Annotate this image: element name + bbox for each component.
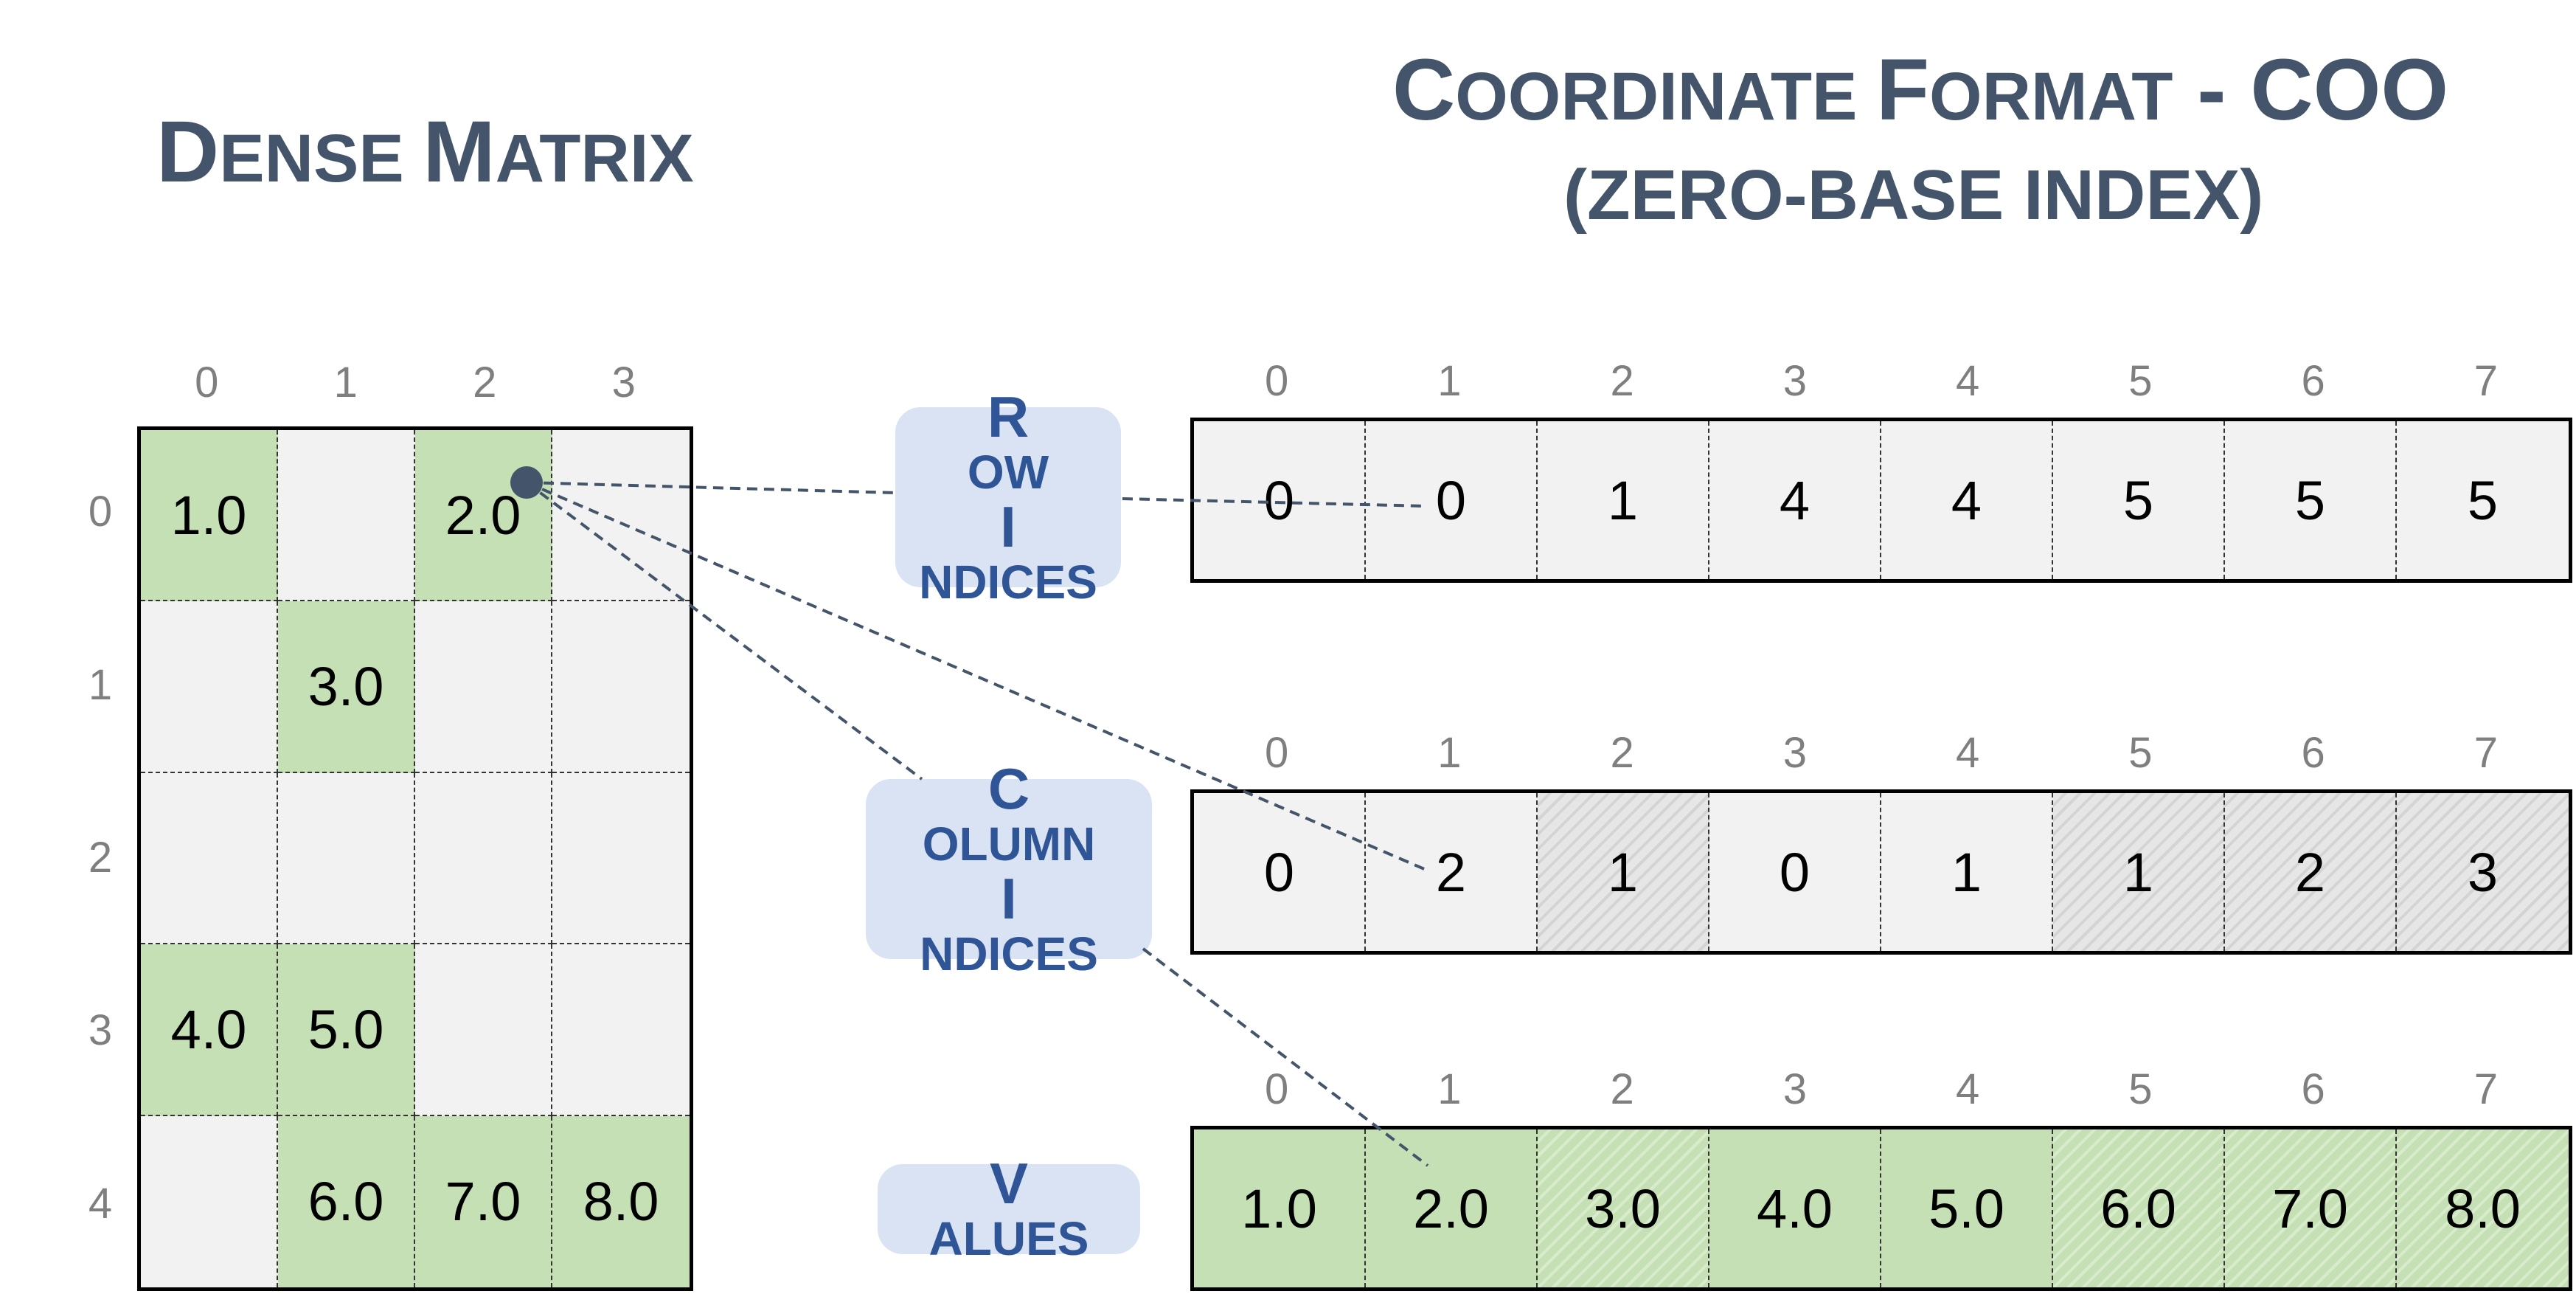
dense-col-header: 3 [611, 359, 636, 406]
matrix-cell: 2.0 [415, 430, 552, 602]
coo-title: Coordinate Format - COO [1392, 41, 2449, 139]
array-index-header: 4 [1955, 729, 1980, 777]
array-index-header: 0 [1264, 1065, 1289, 1113]
array-cell: 8.0 [2397, 1129, 2569, 1287]
array-index-header: 6 [2301, 1065, 2325, 1113]
matrix-cell [415, 601, 552, 773]
matrix-cell [415, 772, 552, 945]
array-index-header: 0 [1264, 729, 1289, 777]
array-cell: 1.0 [1194, 1129, 1366, 1287]
matrix-cell [552, 772, 690, 945]
matrix-cell: 7.0 [415, 1115, 552, 1287]
matrix-cell: 1.0 [141, 430, 278, 602]
array-index-header: 5 [2128, 1065, 2153, 1113]
array-index-header: 0 [1264, 357, 1289, 405]
array-index-header: 4 [1955, 357, 1980, 405]
array-cell: 2 [2225, 793, 2397, 951]
array-cell: 6.0 [2053, 1129, 2225, 1287]
array-cell: 0 [1194, 793, 1366, 951]
array-cell: 1 [1538, 421, 1709, 579]
array-index-header: 3 [1782, 357, 1807, 405]
matrix-cell: 6.0 [278, 1115, 415, 1287]
dense-matrix-title: Dense Matrix [156, 103, 694, 201]
matrix-cell [415, 944, 552, 1116]
array-index-header: 6 [2301, 729, 2325, 777]
matrix-cell: 8.0 [552, 1115, 690, 1287]
matrix-cell [552, 601, 690, 773]
array-cell: 4.0 [1709, 1129, 1881, 1287]
matrix-cell [141, 772, 278, 945]
matrix-cell [141, 1115, 278, 1287]
matrix-cell [278, 772, 415, 945]
array-index-header: 7 [2473, 729, 2498, 777]
coo-subtitle: (zero-base index) [1563, 156, 2264, 235]
matrix-cell: 5.0 [278, 944, 415, 1116]
dense-col-header: 2 [473, 359, 497, 406]
array-index-header: 3 [1782, 729, 1807, 777]
dense-row-header: 2 [88, 834, 113, 882]
array-index-header: 7 [2473, 357, 2498, 405]
matrix-cell [278, 430, 415, 602]
values-label: Values [878, 1154, 1140, 1264]
array-index-header: 4 [1955, 1065, 1980, 1113]
array-index-header: 2 [1610, 1065, 1634, 1113]
array-index-header: 1 [1437, 1065, 1462, 1113]
array-cell: 3 [2397, 793, 2569, 951]
array-index-header: 1 [1437, 357, 1462, 405]
array-index-header: 5 [2128, 729, 2153, 777]
array-cell: 7.0 [2225, 1129, 2397, 1287]
array-cell: 4 [1881, 421, 2053, 579]
row-indices-label: Row Indices [895, 387, 1121, 607]
dense-row-header: 0 [88, 488, 113, 536]
array-cell: 2 [1366, 793, 1538, 951]
array-cell: 1 [1538, 793, 1709, 951]
array-index-header: 5 [2128, 357, 2153, 405]
matrix-cell: 3.0 [278, 601, 415, 773]
array-cell: 5.0 [1881, 1129, 2053, 1287]
array-cell: 1 [2053, 793, 2225, 951]
array-index-header: 6 [2301, 357, 2325, 405]
array-cell: 2.0 [1366, 1129, 1538, 1287]
array-index-header: 2 [1610, 729, 1634, 777]
matrix-cell [552, 430, 690, 602]
dense-row-header: 4 [88, 1179, 113, 1228]
array-cell: 1 [1881, 793, 2053, 951]
dense-col-header: 0 [195, 359, 219, 406]
matrix-cell: 4.0 [141, 944, 278, 1116]
dense-col-header: 1 [333, 359, 358, 406]
array-index-header: 7 [2473, 1065, 2498, 1113]
column-indices-label: Column Indices [866, 758, 1152, 979]
array-cell: 5 [2053, 421, 2225, 579]
array-index-header: 2 [1610, 357, 1634, 405]
dense-row-header: 3 [88, 1006, 113, 1055]
array-index-header: 1 [1437, 729, 1462, 777]
array-cell: 4 [1709, 421, 1881, 579]
matrix-cell [141, 601, 278, 773]
array-cell: 5 [2225, 421, 2397, 579]
array-index-header: 3 [1782, 1065, 1807, 1113]
array-cell: 3.0 [1538, 1129, 1709, 1287]
array-cell: 0 [1194, 421, 1366, 579]
array-cell: 0 [1709, 793, 1881, 951]
matrix-cell [552, 944, 690, 1116]
dense-row-header: 1 [88, 660, 113, 709]
array-cell: 0 [1366, 421, 1538, 579]
array-cell: 5 [2397, 421, 2569, 579]
